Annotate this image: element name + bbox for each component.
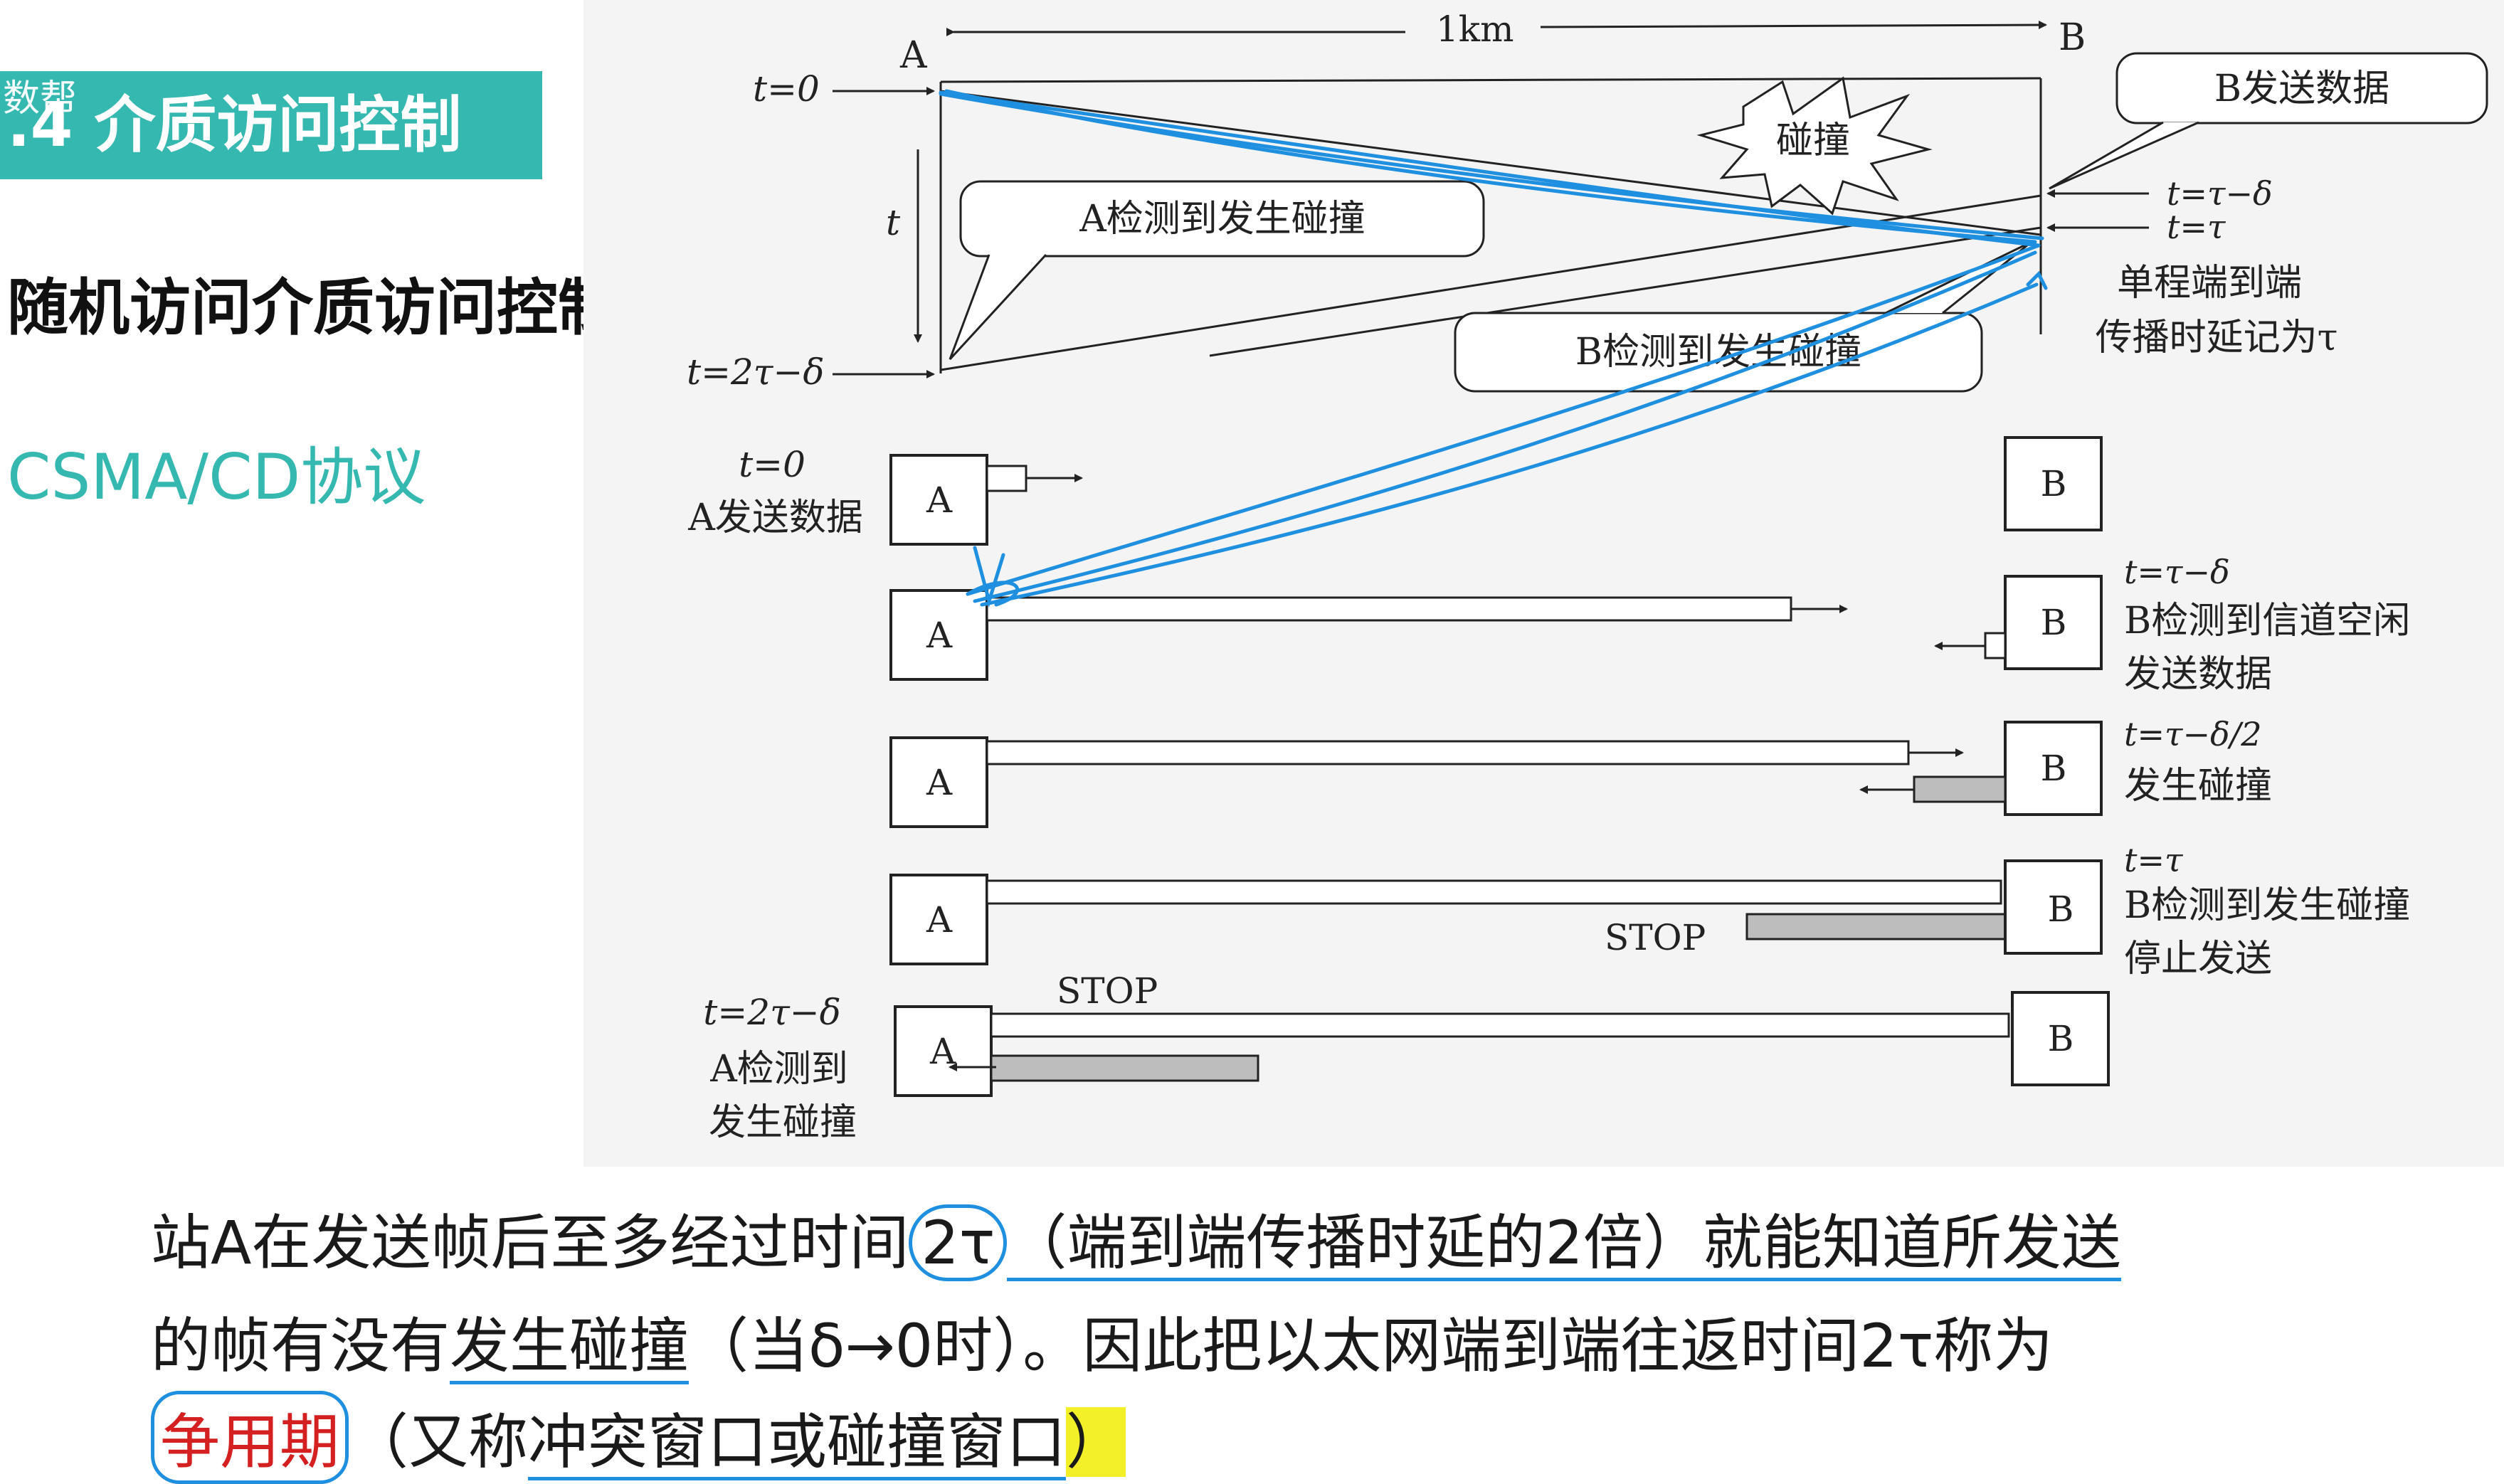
banner-watermark: 数帮 bbox=[3, 78, 78, 120]
row2-station-a-label: A bbox=[926, 615, 953, 656]
row5-frame-b bbox=[990, 1054, 1259, 1082]
row3-station-b bbox=[2004, 721, 2103, 816]
row3-frame-a bbox=[986, 740, 1910, 765]
t-tau-label: t=τ bbox=[2167, 208, 2226, 246]
b-signal-line-2 bbox=[1209, 226, 2041, 357]
row3-station-a bbox=[889, 736, 988, 828]
delay-line-1: 单程端到端 bbox=[2117, 262, 2302, 304]
row4-stop: STOP bbox=[1605, 917, 1706, 958]
b-detects-text: B检测到发生碰撞 bbox=[1575, 331, 1861, 373]
row2-station-a bbox=[889, 589, 988, 681]
b-detects-callout bbox=[1454, 312, 1983, 393]
para-two-tau: 2τ bbox=[909, 1204, 1008, 1281]
section-banner: .4 介质访问控制 bbox=[0, 71, 542, 179]
row5-station-b bbox=[2011, 991, 2110, 1086]
row4-station-a-label: A bbox=[926, 899, 953, 940]
row1-station-b-label: B bbox=[2041, 463, 2067, 504]
distance-label: 1km bbox=[1436, 9, 1514, 50]
pen-annotations bbox=[939, 89, 2048, 608]
distance-arrow-right bbox=[1540, 21, 2047, 30]
t-end-label: t=2τ−δ bbox=[687, 351, 824, 393]
time-axis-label: t bbox=[886, 202, 901, 243]
row2-time: t=τ−δ bbox=[2124, 553, 2230, 591]
para-l2-text-a: 的帧有没有 bbox=[151, 1311, 450, 1381]
row4-frame-a bbox=[986, 879, 2002, 905]
para-collision: 发生碰撞 bbox=[450, 1311, 690, 1384]
page-subtitle: 随机访问介质访问控制 bbox=[7, 272, 619, 344]
delay-line-2: 传播时延记为τ bbox=[2096, 317, 2338, 359]
row5-station-a bbox=[894, 1005, 993, 1097]
row5-desc-2: 发生碰撞 bbox=[709, 1101, 857, 1144]
row1-station-a-label: A bbox=[926, 479, 953, 521]
station-b-top-label: B bbox=[2059, 16, 2086, 59]
row3-station-a-label: A bbox=[926, 762, 953, 803]
row4-desc-1: B检测到发生碰撞 bbox=[2124, 884, 2410, 927]
row2-station-b bbox=[2004, 575, 2103, 670]
collision-label: 碰撞 bbox=[1776, 120, 1850, 162]
row4-station-b bbox=[2004, 859, 2103, 955]
row2-frame-b bbox=[1984, 632, 2007, 659]
row2-station-b-label: B bbox=[2041, 602, 2067, 643]
para-l1-text-a: 站A在发送帧后至多经过时间 bbox=[151, 1208, 909, 1278]
protocol-label: CSMA/CD协议 bbox=[7, 440, 426, 514]
row5-station-a-label: A bbox=[929, 1031, 956, 1072]
row3-time: t=τ−δ/2 bbox=[2124, 715, 2261, 753]
station-a-top-label: A bbox=[899, 34, 928, 77]
t-tau-minus-delta-label: t=τ−δ bbox=[2167, 174, 2273, 213]
a-detects-callout bbox=[959, 180, 1485, 258]
paragraph-line-2: 的帧有没有发生碰撞（当δ→0时）。因此把以太网端到端往返时间2τ称为 bbox=[151, 1298, 2442, 1384]
row3-desc-1: 发生碰撞 bbox=[2124, 765, 2272, 807]
b-sends-text: B发送数据 bbox=[2214, 68, 2389, 110]
b-sends-callout-tail bbox=[2049, 121, 2199, 190]
para-l3-text-d: ） bbox=[1066, 1407, 1126, 1477]
row4-time: t=τ bbox=[2124, 841, 2184, 879]
row4-station-b-label: B bbox=[2048, 889, 2074, 930]
row4-desc-2: 停止发送 bbox=[2124, 938, 2272, 980]
row5-time: t=2τ−δ bbox=[703, 992, 840, 1033]
row2-desc-1: B检测到信道空闲 bbox=[2124, 600, 2410, 642]
row5-frame-a bbox=[990, 1012, 2010, 1038]
row1-station-a bbox=[889, 454, 988, 546]
figure-background bbox=[583, 0, 2504, 1167]
row1-frame bbox=[986, 465, 1028, 492]
row5-stop: STOP bbox=[1057, 970, 1158, 1012]
row5-desc-1: A检测到 bbox=[709, 1048, 848, 1091]
a-detects-callout-tail bbox=[949, 253, 1047, 361]
para-l1-text-c: （端到端传播时延的2倍）就能知道所发送 bbox=[1007, 1208, 2121, 1281]
row4-station-a bbox=[889, 874, 988, 965]
t0-label: t=0 bbox=[753, 68, 820, 110]
para-l2-text-c: （当δ→0时）。因此把以太网端到端往返时间2τ称为 bbox=[689, 1311, 2054, 1381]
row1-desc: A发送数据 bbox=[687, 497, 863, 539]
row1-station-b bbox=[2004, 436, 2103, 531]
a-signal-line bbox=[940, 90, 2041, 236]
section-title: .4 介质访问控制 bbox=[7, 90, 462, 161]
row4-frame-b bbox=[1745, 913, 2007, 940]
b-detects-callout-tail bbox=[1885, 240, 2032, 314]
row1-time: t=0 bbox=[739, 444, 805, 485]
row5-station-b-label: B bbox=[2048, 1018, 2074, 1059]
row2-frame-a bbox=[986, 596, 1792, 622]
top-edge bbox=[940, 77, 2041, 83]
b-sends-callout bbox=[2115, 52, 2488, 124]
para-collision-window: 冲突窗口或碰撞窗口 bbox=[528, 1407, 1067, 1480]
para-contention-period: 争用期 bbox=[151, 1391, 349, 1484]
paragraph-line-3: 争用期（又称冲突窗口或碰撞窗口） bbox=[151, 1391, 2442, 1484]
collision-starburst bbox=[1696, 76, 1933, 216]
row3-frame-b bbox=[1913, 775, 2007, 803]
a-detects-text: A检测到发生碰撞 bbox=[1079, 198, 1365, 240]
row3-station-b-label: B bbox=[2041, 748, 2067, 789]
row2-desc-2: 发送数据 bbox=[2124, 653, 2272, 696]
para-l3-text-b: （又称 bbox=[349, 1407, 529, 1477]
